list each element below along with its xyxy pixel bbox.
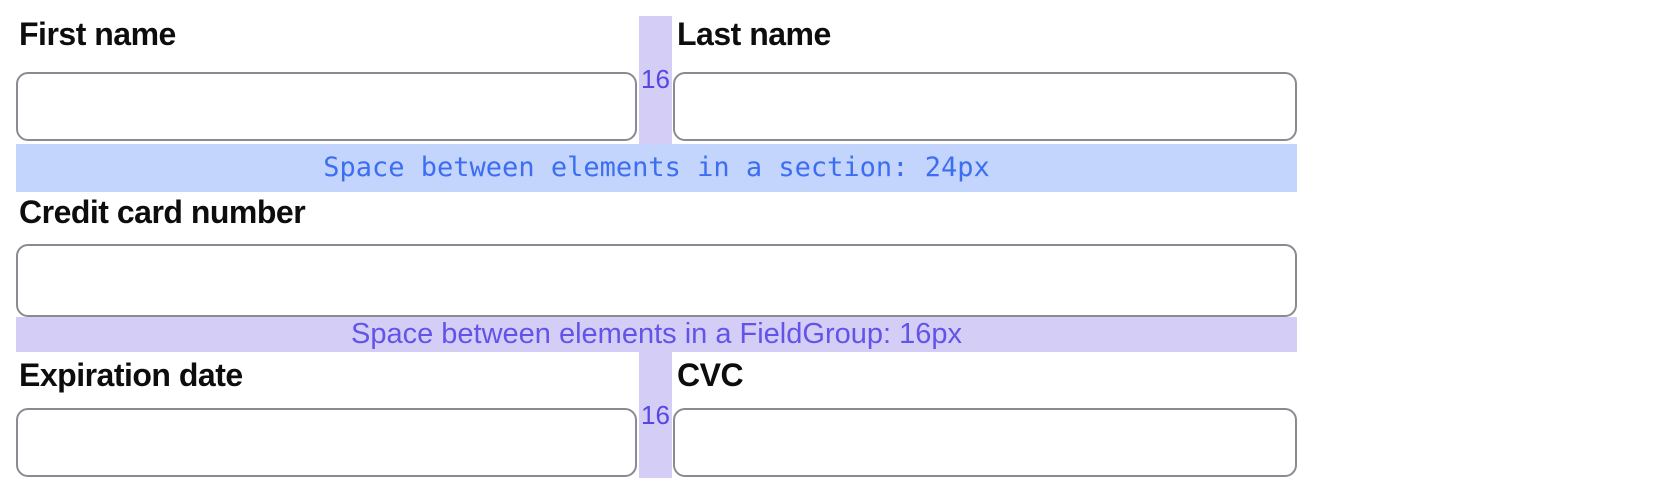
column-gap-size-label: 16 — [641, 64, 670, 94]
last-name-input[interactable] — [673, 72, 1297, 141]
cvc-label: CVC — [677, 357, 744, 393]
expiration-date-input[interactable] — [16, 408, 637, 477]
credit-card-number-label: Credit card number — [19, 194, 306, 230]
fieldgroup-gap-band: Space between elements in a FieldGroup: … — [16, 317, 1297, 352]
column-gap-band-row2: 16 — [639, 352, 672, 478]
credit-card-number-input[interactable] — [16, 244, 1297, 317]
first-name-input[interactable] — [16, 72, 637, 141]
last-name-label: Last name — [677, 16, 831, 52]
expiration-date-label: Expiration date — [19, 357, 243, 393]
column-gap-size-label: 16 — [641, 400, 670, 430]
fieldgroup-gap-label: Space between elements in a FieldGroup: … — [351, 318, 962, 350]
section-gap-band: Space between elements in a section: 24p… — [16, 144, 1297, 192]
column-gap-band-row1: 16 — [639, 16, 672, 144]
section-gap-label: Space between elements in a section: 24p… — [323, 152, 990, 183]
first-name-label: First name — [19, 16, 176, 52]
cvc-input[interactable] — [673, 408, 1297, 477]
